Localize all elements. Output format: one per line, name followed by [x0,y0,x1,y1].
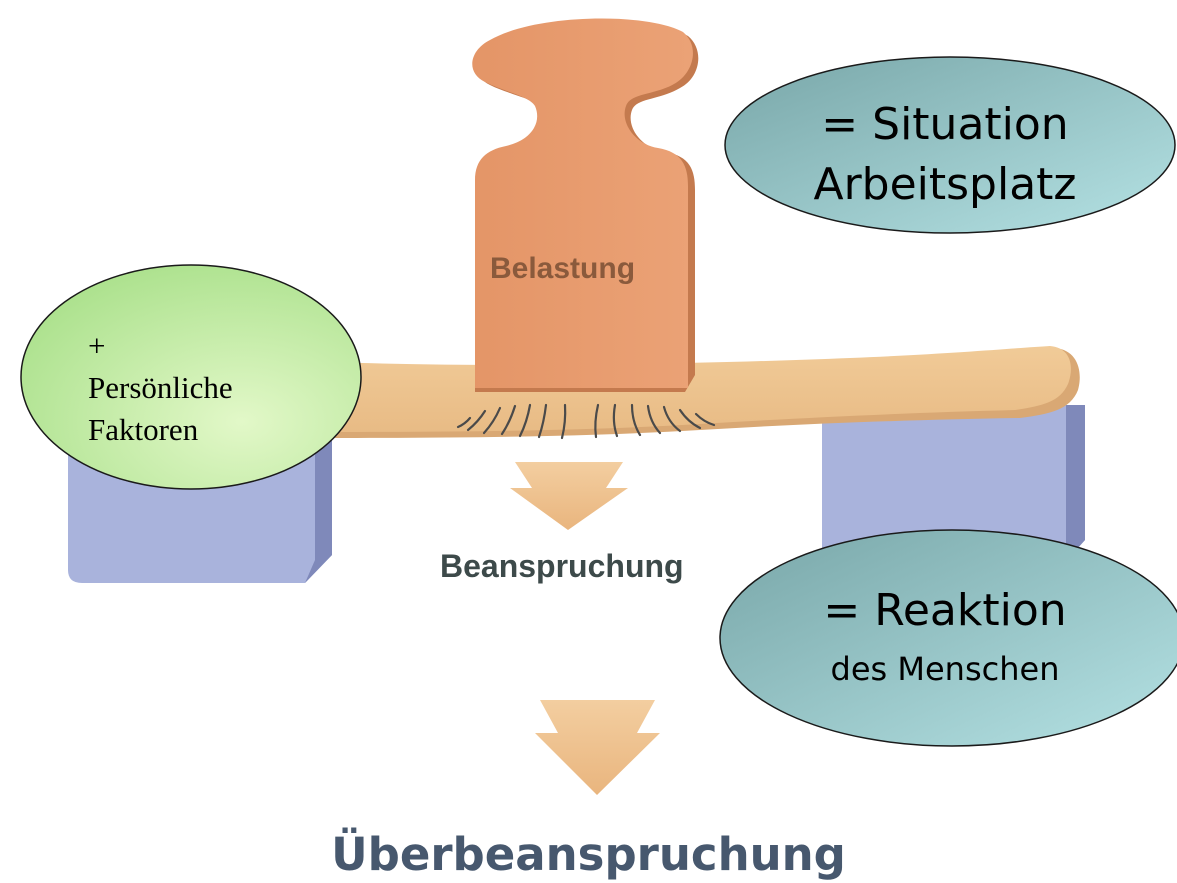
ueberbeanspruchung-label: Überbeanspruchung [331,828,846,881]
arrow-down-icon [510,462,628,530]
personal-factors-text: + Persönliche Faktoren [88,325,233,451]
situation-text: = Situation Arbeitsplatz [730,95,1160,215]
arrow-down-icon [535,700,660,795]
beanspruchung-label: Beanspruchung [440,548,684,584]
personal-factors-bubble [20,264,362,490]
reaktion-line1: = Reaktion [823,585,1067,636]
personal-factors-line3: Faktoren [88,412,199,447]
reaktion-bubble [719,529,1177,747]
situation-line2: Arbeitsplatz [813,159,1077,210]
reaktion-line2: des Menschen [830,650,1060,688]
pressure-lines [456,403,716,440]
personal-factors-plus: + [88,328,106,363]
weight-shape [472,18,699,392]
situation-line1: = Situation [821,99,1069,150]
personal-factors-line2: Persönliche [88,370,233,405]
right-support-block [822,405,1085,568]
situation-bubble [724,56,1176,234]
belastung-label: Belastung [490,252,636,285]
